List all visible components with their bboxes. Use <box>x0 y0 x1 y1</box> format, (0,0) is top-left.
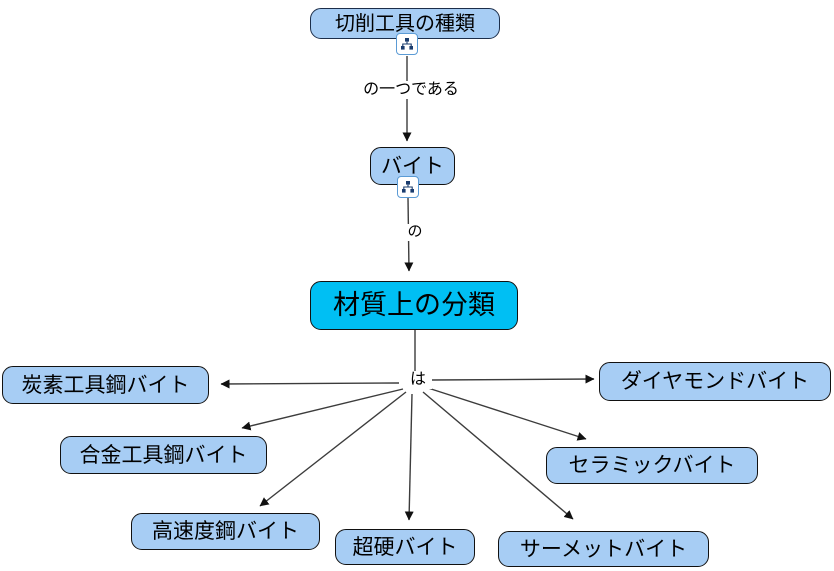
concept-node-high-speed-steel[interactable]: 高速度鋼バイト <box>131 513 320 550</box>
concept-node-bite[interactable]: バイト <box>370 147 455 185</box>
concept-node-alloy-tool-steel[interactable]: 合金工具鋼バイト <box>60 436 267 474</box>
edge-label-wa[interactable]: は <box>404 371 432 389</box>
tree-hierarchy-icon[interactable] <box>397 176 419 198</box>
tree-hierarchy-glyph <box>402 181 414 193</box>
tree-hierarchy-icon[interactable] <box>396 33 418 55</box>
concept-node-carbide[interactable]: 超硬バイト <box>335 529 475 565</box>
concept-node-carbon-tool-steel[interactable]: 炭素工具鋼バイト <box>2 366 209 404</box>
concept-node-diamond[interactable]: ダイヤモンドバイト <box>599 362 831 401</box>
concept-node-material-classification[interactable]: 材質上の分類 <box>310 281 518 330</box>
edge-label-no[interactable]: の <box>401 223 429 241</box>
concept-node-ceramic[interactable]: セラミックバイト <box>546 447 758 484</box>
concept-node-cermet[interactable]: サーメットバイト <box>498 531 709 567</box>
tree-hierarchy-glyph <box>401 38 413 50</box>
edge-label-one-of[interactable]: の一つである <box>350 81 472 99</box>
